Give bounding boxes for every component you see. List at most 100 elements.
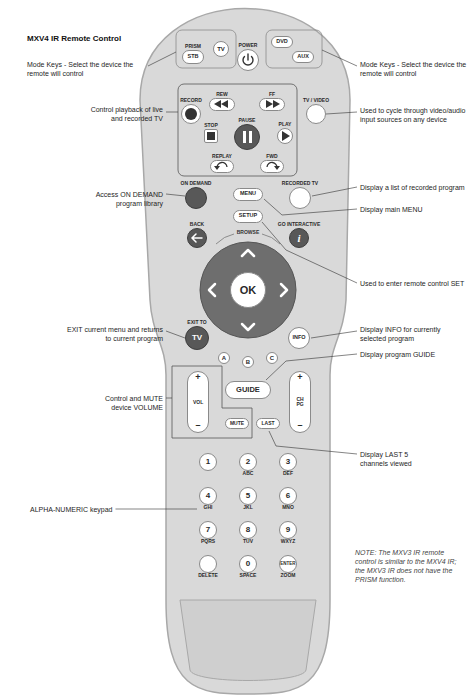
callout-text: Display LAST 5 channels viewed [360, 450, 435, 468]
remote-button: PLAY [277, 128, 293, 144]
button-label: RECORD [180, 98, 202, 103]
leader-line [266, 354, 357, 380]
diagram-title: MXV4 IR Remote Control [27, 34, 121, 43]
callout-text: Mode Keys - Select the device the remote… [27, 60, 145, 78]
remote-button: +VOL– [187, 371, 209, 433]
remote-button: SETUP [233, 210, 263, 223]
button-label: DELETE [198, 573, 218, 578]
forward-icon [266, 100, 273, 108]
remote-button: 2ABC [239, 453, 257, 471]
button-label: OK [240, 285, 257, 296]
button-label: 9 [286, 526, 290, 534]
button-label: GO INTERACTIVE [278, 222, 321, 227]
leader-line [166, 331, 185, 338]
button-label: BROWSE [237, 229, 260, 236]
button-label: SPACE [240, 573, 257, 578]
button-label: PAUSE [239, 118, 256, 123]
button-label: STOP [204, 123, 218, 128]
button-label: 4 [206, 492, 210, 500]
button-label: JKL [243, 505, 252, 510]
callout-text: Display INFO for currently selected prog… [360, 325, 465, 343]
button-label: + [297, 373, 302, 382]
forward-icon [273, 100, 280, 108]
leader-line [262, 222, 357, 283]
button-label: WXYZ [281, 539, 295, 544]
button-label: – [297, 421, 302, 430]
remote-button: GUIDE [225, 381, 271, 399]
power-icon [243, 54, 253, 65]
button-label: LAST [261, 421, 274, 426]
replay-icon [217, 162, 227, 168]
button-label: GUIDE [236, 386, 260, 394]
pause-icon [249, 131, 252, 143]
leader-line [115, 509, 197, 510]
arrow-right [281, 284, 287, 296]
remote-button: 1 [199, 453, 217, 471]
remote-button: MUTE [225, 418, 249, 429]
leader-line [269, 431, 357, 454]
remote-button: 4GHI [199, 487, 217, 505]
leader-line [322, 50, 357, 66]
button-label: – [195, 421, 200, 430]
browse-arc [216, 234, 234, 244]
record-icon [185, 108, 197, 120]
button-label: MNO [282, 505, 294, 510]
note-text: NOTE: The MXV3 IR remote control is simi… [355, 548, 467, 584]
remote-button: POWER [237, 49, 259, 71]
button-label: MENU [240, 191, 256, 197]
remote-button: RECORD [181, 104, 201, 124]
remote-button: PAUSE [234, 124, 260, 150]
button-label: FF [269, 92, 275, 97]
button-label: TV / VIDEO [303, 98, 329, 103]
button-label: POWER [239, 43, 258, 48]
button-label: 5 [246, 492, 250, 500]
leader-line [326, 112, 357, 114]
button-label: 7 [206, 526, 210, 534]
skip-icon [274, 166, 280, 170]
remote-button: ENTERZOOM [279, 555, 297, 573]
volume-bracket [172, 366, 252, 438]
pause-icon [243, 131, 246, 143]
playback-group [178, 84, 297, 176]
button-label: PLAY [279, 122, 292, 127]
button-label: ENTER [280, 562, 295, 567]
remote-button: C [266, 352, 278, 364]
remote-button: PRISMSTB [182, 50, 204, 64]
stop-icon [207, 132, 215, 140]
callout-text: Used to enter remote control SET [360, 279, 464, 288]
button-label: ABC [243, 471, 254, 476]
remote-button: OK [230, 272, 266, 308]
leader-line [166, 194, 185, 196]
button-label: ON DEMAND [181, 181, 212, 186]
callout-text: Access ON DEMAND program library [91, 190, 163, 208]
skip-icon [267, 162, 277, 168]
callout-text: ALPHA-NUMERIC keypad [30, 505, 112, 514]
button-label: 2 [246, 458, 250, 466]
button-label: 3 [286, 458, 290, 466]
remote-button: ON DEMAND [185, 187, 207, 209]
rewind-icon [221, 100, 228, 108]
button-label: DVD [276, 39, 288, 45]
button-label: TUV [243, 539, 253, 544]
button-label: REW [216, 92, 228, 97]
remote-button: GO INTERACTIVEi [289, 228, 309, 248]
navigation-pad [200, 242, 296, 338]
remote-button: AUX [292, 51, 314, 63]
button-label: STB [188, 54, 199, 60]
button-label: B [246, 359, 250, 365]
button-label: TV [192, 334, 202, 342]
remote-button: MENU [233, 188, 263, 201]
remote-button: + CH PG – [289, 371, 311, 433]
button-label: CH PG [290, 397, 310, 407]
remote-pouch [180, 600, 316, 681]
remote-button: 8TUV [239, 521, 257, 539]
arrow-down [242, 324, 254, 330]
remote-button: 0SPACE [239, 555, 257, 573]
remote-button: 7PQRS [199, 521, 217, 539]
mode-key-group [266, 30, 322, 68]
remote-button: DELETE [199, 555, 217, 573]
button-label: RECORDED TV [282, 181, 318, 186]
